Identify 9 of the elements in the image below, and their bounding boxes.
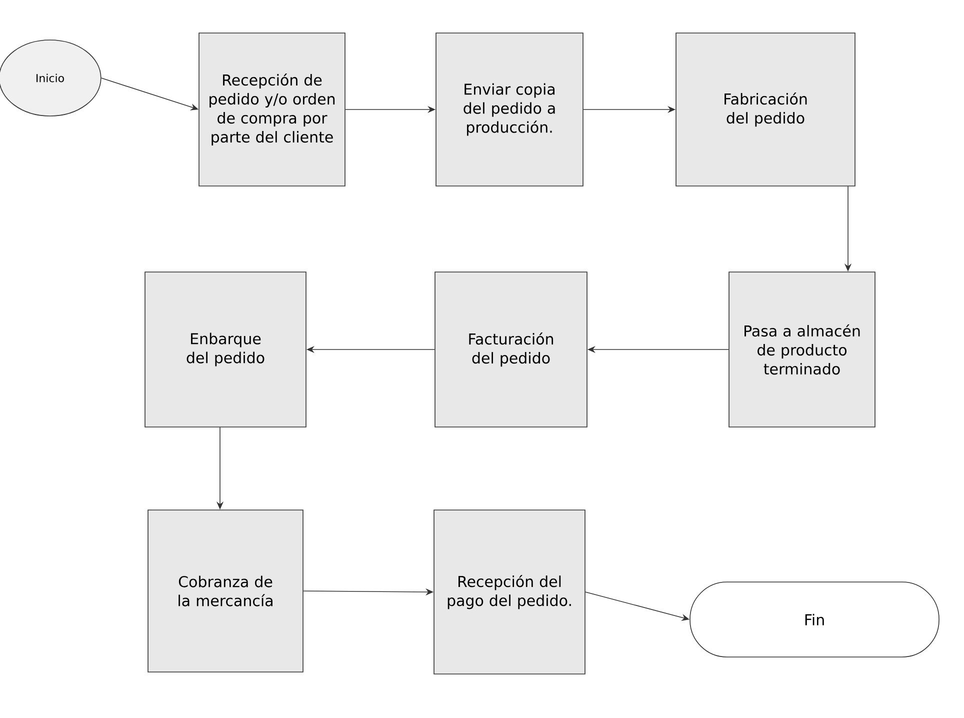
process-box: Facturación del pedido	[434, 272, 588, 428]
process-box: Enbarque del pedido	[144, 272, 306, 428]
process-box: Recepción del pago del pedido.	[434, 510, 586, 674]
process-box: Recepción de pedido y/o orden de compra por parte del cliente	[198, 32, 346, 186]
end-terminal: Fin	[690, 582, 940, 658]
process-box: Enviar copia del pedido a producción.	[436, 32, 584, 186]
process-box: Pasa a almacén de producto terminado	[728, 272, 876, 428]
process-box: Cobranza de la mercancía	[148, 510, 304, 672]
process-box: Fabricación del pedido	[676, 32, 856, 186]
